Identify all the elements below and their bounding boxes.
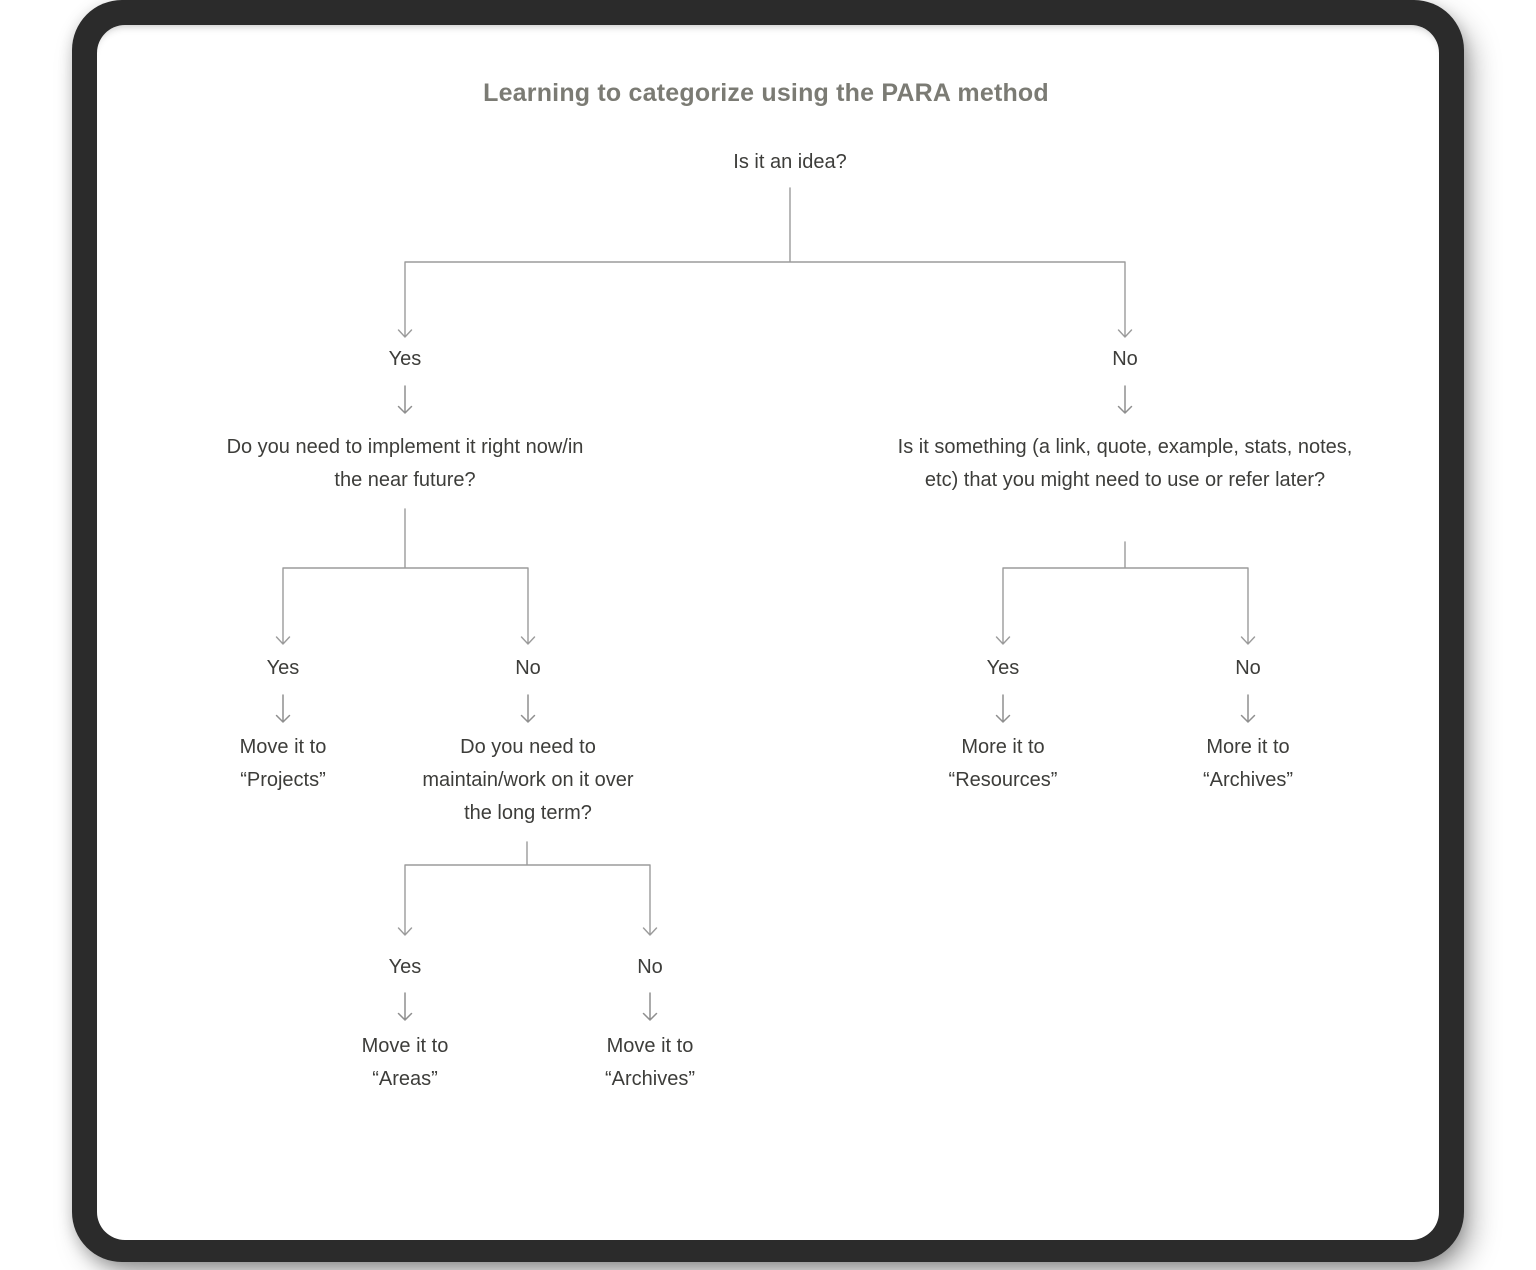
edge-label-yes-implement: Yes bbox=[266, 657, 300, 679]
node-outcome-resources: More it to “Resources” bbox=[913, 731, 1093, 797]
down-arrow-icon bbox=[397, 385, 413, 414]
down-arrow-icon bbox=[1240, 694, 1256, 723]
edge-label-no-implement: No bbox=[515, 657, 541, 679]
edge-label-no-root: No bbox=[1112, 348, 1138, 370]
node-question-maintain: Do you need to maintain/work on it over … bbox=[422, 736, 634, 824]
down-arrow-icon bbox=[397, 992, 413, 1021]
outcome-target: “Archives” bbox=[604, 1068, 695, 1090]
edge-label-no-maintain: No bbox=[637, 956, 663, 978]
diagram-title: Learning to categorize using the PARA me… bbox=[483, 79, 1049, 107]
connector-refer-branch bbox=[995, 541, 1256, 645]
node-outcome-areas: Move it to “Areas” bbox=[320, 1030, 490, 1096]
outcome-target: “Projects” bbox=[240, 769, 326, 791]
device-frame bbox=[72, 0, 1464, 1262]
node-outcome-archives-long-term: Move it to “Archives” bbox=[565, 1030, 735, 1096]
outcome-action: More it to bbox=[1206, 736, 1290, 758]
diagram-card bbox=[97, 25, 1439, 1240]
outcome-action: Move it to bbox=[239, 736, 327, 758]
down-arrow-icon bbox=[1117, 385, 1133, 414]
down-arrow-icon bbox=[275, 694, 291, 723]
node-outcome-archives-refer: More it to “Archives” bbox=[1158, 731, 1338, 797]
outcome-target: “Resources” bbox=[948, 769, 1058, 791]
connector-maintain-branch bbox=[397, 841, 658, 936]
node-outcome-projects: Move it to “Projects” bbox=[198, 731, 368, 797]
node-question-implement: Do you need to implement it right now/in… bbox=[226, 436, 584, 491]
down-arrow-icon bbox=[642, 992, 658, 1021]
connector-implement-branch bbox=[275, 508, 536, 645]
down-arrow-icon bbox=[995, 694, 1011, 723]
outcome-target: “Archives” bbox=[1202, 769, 1293, 791]
outcome-target: “Areas” bbox=[372, 1068, 438, 1090]
node-root-question: Is it an idea? bbox=[733, 151, 847, 173]
connector-root-branch bbox=[397, 187, 1133, 338]
node-question-refer: Is it something (a link, quote, example,… bbox=[897, 436, 1353, 491]
edge-label-yes-root: Yes bbox=[388, 348, 422, 370]
edge-label-no-refer: No bbox=[1235, 657, 1261, 679]
outcome-action: Move it to bbox=[606, 1035, 694, 1057]
outcome-action: More it to bbox=[961, 736, 1045, 758]
edge-label-yes-maintain: Yes bbox=[388, 956, 422, 978]
down-arrow-icon bbox=[520, 694, 536, 723]
edge-label-yes-refer: Yes bbox=[986, 657, 1020, 679]
outcome-action: Move it to bbox=[361, 1035, 449, 1057]
